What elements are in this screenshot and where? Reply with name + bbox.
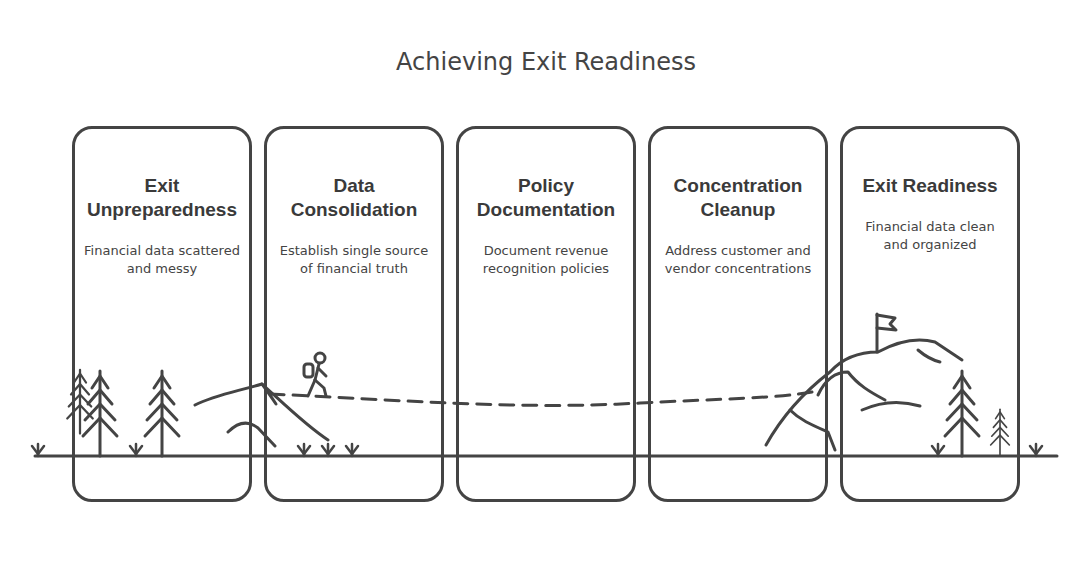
stage-heading: Data Consolidation <box>275 174 433 222</box>
stage-heading: Concentration Cleanup <box>659 174 817 222</box>
pine-tree <box>945 371 979 456</box>
box-content: Concentration CleanupAddress customer an… <box>651 129 825 278</box>
box-content: Exit UnpreparednessFinancial data scatte… <box>75 129 249 278</box>
right-mountain-ridge <box>918 350 940 362</box>
stage-heading: Policy Documentation <box>467 174 625 222</box>
right-mountain <box>766 340 962 445</box>
grass-tuft <box>346 444 358 456</box>
stage-heading: Exit Unpreparedness <box>83 174 241 222</box>
flag <box>877 315 896 330</box>
grass-tuft <box>130 444 142 456</box>
stage-heading: Exit Readiness <box>851 174 1009 198</box>
stage-description: Establish single source of financial tru… <box>275 242 433 278</box>
stage-description: Financial data clean and organized <box>851 218 1009 254</box>
grass-tuft <box>932 444 944 456</box>
stage-description: Financial data scattered and messy <box>83 242 241 278</box>
right-mountain-ridge <box>818 372 885 400</box>
pine-tree <box>83 371 117 456</box>
scenery <box>32 314 1057 456</box>
pine-tree <box>991 409 1010 456</box>
diagram-title: Achieving Exit Readiness <box>0 48 1092 76</box>
stage-box: Data ConsolidationEstablish single sourc… <box>264 126 444 502</box>
stage-description: Document revenue recognition policies <box>467 242 625 278</box>
grass-tuft <box>298 444 310 456</box>
grass-tuft <box>32 444 44 456</box>
right-mountain-ridge <box>862 403 920 410</box>
box-content: Exit ReadinessFinancial data clean and o… <box>843 129 1017 254</box>
stage-description: Address customer and vendor concentratio… <box>659 242 817 278</box>
flag-pole <box>876 314 879 352</box>
stage-box: Concentration CleanupAddress customer an… <box>648 126 828 502</box>
right-mountain-ridge <box>790 410 835 450</box>
stage-box: Exit UnpreparednessFinancial data scatte… <box>72 126 252 502</box>
grass-tuft <box>322 444 334 456</box>
box-content: Policy DocumentationDocument revenue rec… <box>459 129 633 278</box>
box-content: Data ConsolidationEstablish single sourc… <box>267 129 441 278</box>
hiker-figure <box>304 353 326 396</box>
ground-line <box>35 455 1057 458</box>
pine-tree <box>145 371 179 456</box>
stage-box: Policy DocumentationDocument revenue rec… <box>456 126 636 502</box>
dashed-trail <box>270 392 812 405</box>
stage-box: Exit ReadinessFinancial data clean and o… <box>840 126 1020 502</box>
grass-tuft <box>1030 444 1042 456</box>
